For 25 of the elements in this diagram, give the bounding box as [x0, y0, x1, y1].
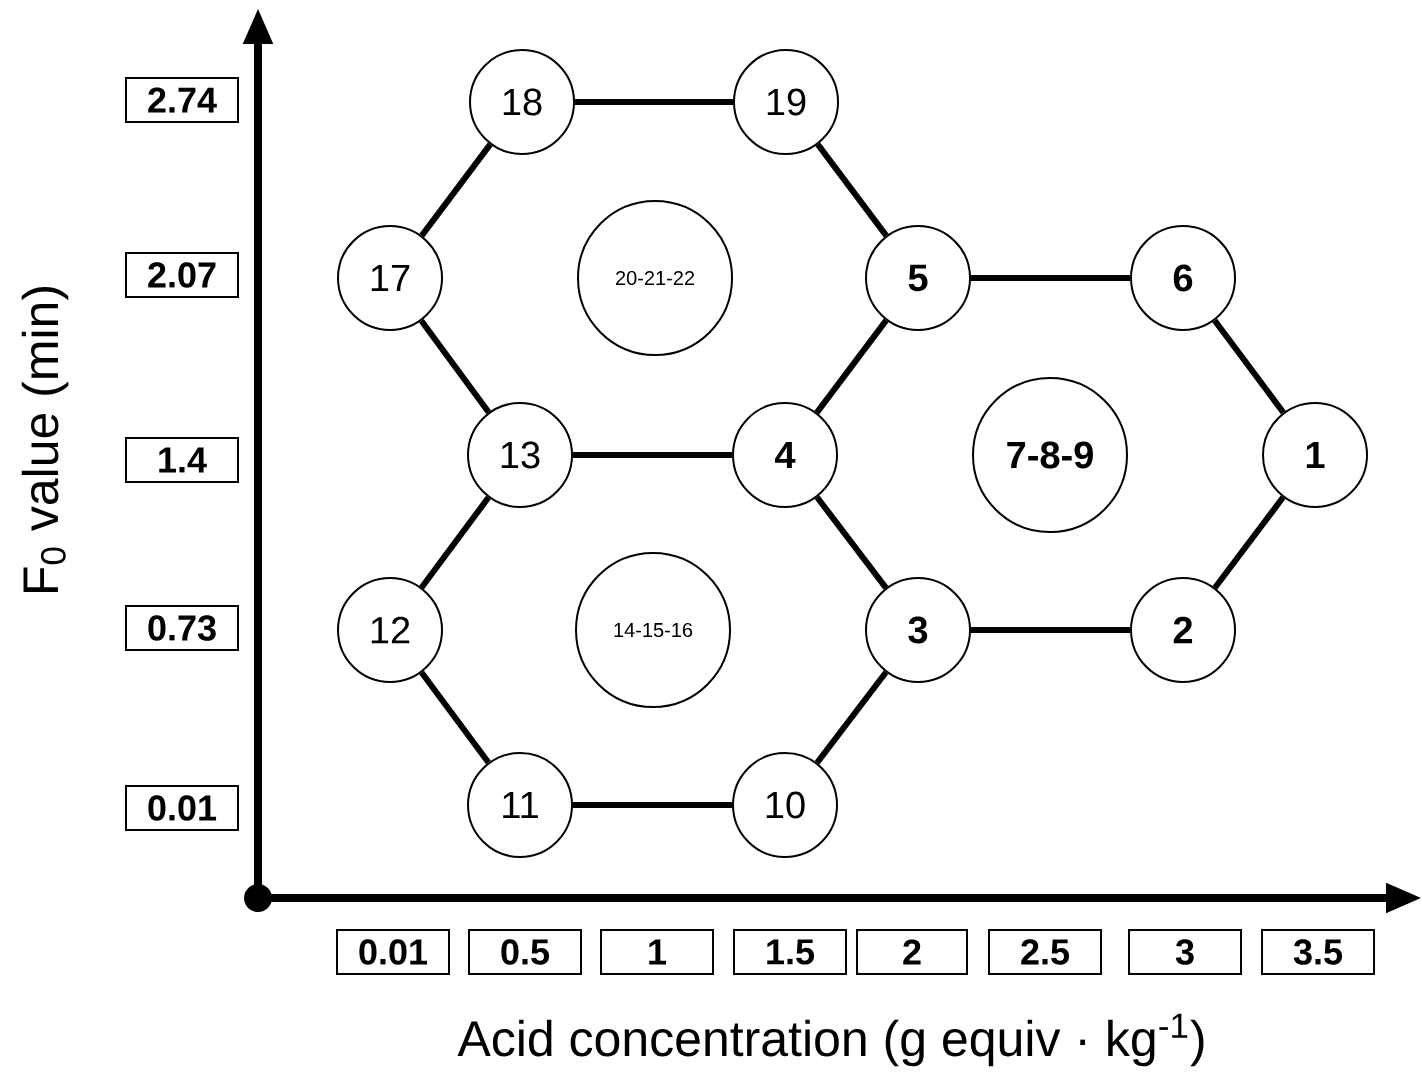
- connector-line: [814, 495, 889, 590]
- connector-line: [419, 142, 493, 238]
- connector-line: [1212, 318, 1286, 415]
- connector-line: [814, 318, 889, 415]
- tick-label-box: 2: [856, 929, 968, 975]
- tick-label-box: 0.01: [125, 785, 239, 831]
- tick-label-box: 2.74: [125, 77, 239, 123]
- connector-line: [815, 142, 889, 238]
- tick-label-box: 3: [1128, 929, 1242, 975]
- tick-label-box: 1.4: [125, 437, 239, 483]
- axis-title: Acid concentration (g equiv · kg$^{-1}$): [457, 1013, 1204, 1067]
- connector-line: [418, 318, 492, 415]
- connector-line: [419, 670, 491, 765]
- axis-title: F$_{0}$ value (min): [21, 287, 69, 592]
- tick-label-box: 0.5: [468, 929, 582, 975]
- tick-label-box: 1.5: [733, 929, 847, 975]
- connector-line: [419, 495, 491, 590]
- tick-label-box: 2.07: [125, 252, 239, 298]
- tick-label-box: 2.5: [988, 929, 1102, 975]
- tick-label-box: 3.5: [1261, 929, 1375, 975]
- connector-line: [814, 670, 889, 765]
- tick-label-box: 1: [600, 929, 714, 975]
- tick-label-box: 0.01: [336, 929, 450, 975]
- tick-label-box: 0.73: [125, 605, 239, 651]
- connector-line: [1212, 495, 1286, 590]
